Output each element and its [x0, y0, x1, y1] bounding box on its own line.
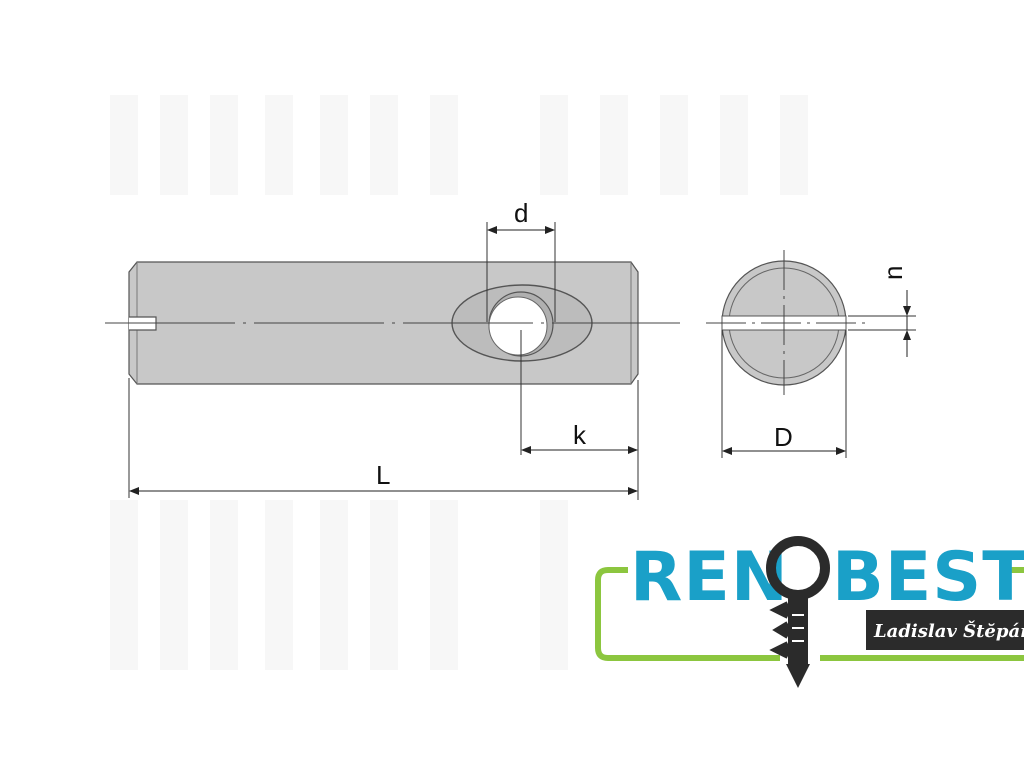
dimension-label-l: L: [376, 460, 390, 490]
dimension-d-diameter: D: [721, 330, 847, 458]
key-icon: [766, 536, 830, 688]
pin-side-view: [105, 261, 680, 385]
renobest-logo: REN BEST Ladislav Štĕpán: [595, 536, 1024, 688]
dimension-k: k: [520, 330, 639, 500]
tagline-box: [866, 610, 1024, 650]
brand-name-left: REN: [630, 538, 789, 617]
logo-frame: [595, 567, 780, 661]
tagline-text: Ladislav Štĕpán: [873, 619, 1024, 642]
dimension-label-diameter: D: [774, 422, 793, 452]
dimension-label-d: d: [514, 198, 528, 228]
pin-end-view: [706, 250, 870, 395]
dimension-d: d: [486, 198, 556, 322]
dimension-l: L: [128, 378, 638, 498]
watermark-stripes: [110, 95, 808, 670]
dimension-n: n: [848, 266, 916, 357]
dimension-label-k: k: [573, 420, 587, 450]
dimension-label-n: n: [878, 266, 908, 280]
brand-name-right: BEST: [832, 538, 1024, 617]
